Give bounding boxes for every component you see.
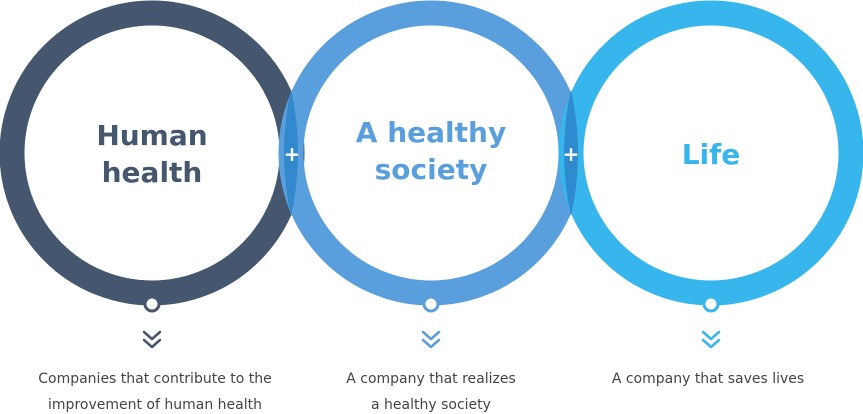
ring-overlap-right: [564, 90, 578, 216]
double-chevron-down-icon: [701, 330, 721, 349]
double-chevron-down-icon: [142, 330, 162, 349]
title-healthy-society-line-1: A healthy: [356, 116, 506, 149]
caption-human-health-line-2: improvement of human health: [48, 397, 262, 413]
title-human-health-line-2: health: [102, 156, 203, 189]
caption-life-line-1: A company that saves lives: [612, 371, 804, 387]
caption-human-health-line-1: Companies that contribute to the: [38, 371, 272, 387]
double-chevron-down-icon: [421, 330, 441, 349]
ring-overlap-left: [284, 90, 298, 216]
ring-node-icon: [702, 295, 720, 313]
plus-sign-left: +: [284, 142, 301, 166]
ring-node-icon: [422, 295, 440, 313]
ring-node-icon: [143, 295, 161, 313]
plus-sign-right: +: [563, 142, 580, 166]
title-healthy-society-line-2: society: [375, 153, 488, 186]
ring-human-health: [0, 0, 305, 306]
title-human-health-line-1: Human: [96, 119, 207, 152]
caption-healthy-society-line-1: A company that realizes: [346, 371, 516, 387]
caption-healthy-society-line-2: a healthy society: [371, 397, 491, 413]
title-life: Life: [682, 138, 741, 171]
